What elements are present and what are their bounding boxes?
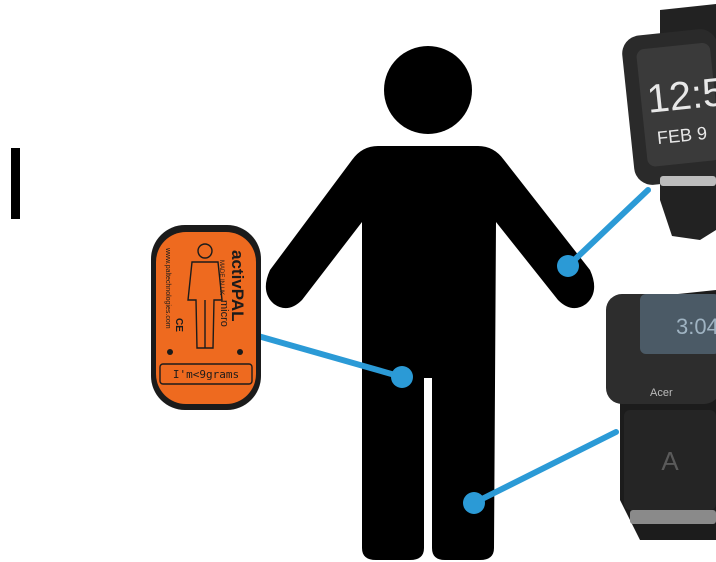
activpal-dot-right (237, 349, 243, 355)
watch-bottom-metal-band (630, 510, 716, 524)
watch-top-buckle (660, 176, 716, 186)
activpal-tracker-icon: activPAL micro MADE IN UK www.paltechnol… (151, 225, 261, 410)
watch-bottom-brand: Acer (650, 387, 673, 399)
activpal-ce-mark: CE (173, 318, 184, 332)
person-silhouette-icon (266, 46, 594, 560)
wrist-dot (557, 255, 579, 277)
activpal-weight-label: I'm<9grams (173, 368, 239, 381)
watch-bottom-logo: A (661, 446, 679, 476)
activpal-website: www.paltechnologies.com (164, 247, 171, 329)
activpal-dot-left (167, 349, 173, 355)
side-bar (11, 148, 20, 219)
person-head (384, 46, 472, 134)
activpal-made-in: MADE IN UK (218, 260, 224, 295)
shin-dot (463, 492, 485, 514)
wrist-tracker-icon: 3:04 Acer A (606, 290, 716, 540)
connector-wrist-bottom (474, 432, 616, 503)
activpal-model: micro (218, 300, 230, 327)
connector-wrist-top (568, 190, 648, 266)
watch-bottom-screen-text: 3:04 (676, 314, 716, 339)
thigh-dot (391, 366, 413, 388)
